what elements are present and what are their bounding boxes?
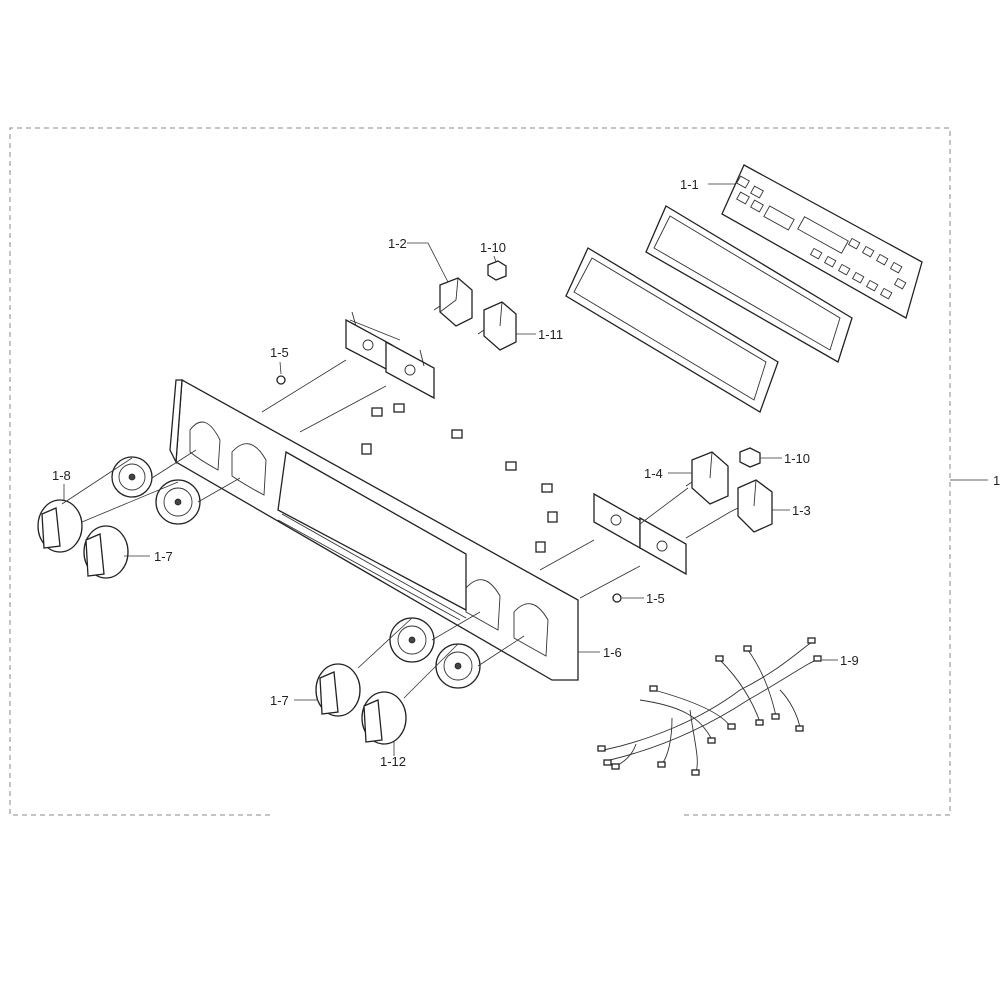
- switch-clip-1-10-right: [739, 447, 761, 468]
- rotary-switch-1-4: [685, 451, 729, 505]
- assembly-label: 1: [993, 473, 1000, 488]
- display-frame-front: [565, 247, 779, 413]
- knob-1-12: [361, 691, 407, 745]
- knob-1-7-left: [83, 525, 129, 579]
- small-clips: [361, 403, 558, 553]
- callout-1-11: 1-11: [538, 327, 563, 342]
- callout-1-3: 1-3: [792, 503, 811, 518]
- callout-1-5-right: 1-5: [646, 591, 665, 606]
- callout-1-12: 1-12: [380, 754, 406, 769]
- switch-bracket-left: [345, 311, 435, 400]
- callout-1-2: 1-2: [388, 236, 407, 251]
- callout-1-10-right: 1-10: [784, 451, 810, 466]
- switch-clip-1-10-upper: [487, 260, 507, 281]
- callout-1-9: 1-9: [840, 653, 859, 668]
- callout-1-7-right: 1-7: [270, 693, 289, 708]
- knob-bezel-right-upper: [389, 617, 435, 663]
- control-panel-overlay: [721, 164, 923, 319]
- assembly-boundary: [9, 127, 988, 816]
- callout-1-5-left: 1-5: [270, 345, 289, 360]
- callout-1-10-upper: 1-10: [480, 240, 506, 255]
- screw-1-5-left: [276, 375, 286, 385]
- rotary-switch-1-11: [477, 301, 517, 351]
- callout-1-1: 1-1: [680, 177, 699, 192]
- knob-1-8: [37, 499, 83, 553]
- display-frame-back: [645, 205, 853, 363]
- callout-1-6: 1-6: [603, 645, 622, 660]
- knob-bezel-left-lower: [155, 479, 201, 525]
- wire-harness-1-9: [597, 637, 822, 776]
- callout-1-4: 1-4: [644, 466, 663, 481]
- screw-1-5-right: [612, 593, 622, 603]
- knob-1-7-right: [315, 663, 361, 717]
- rotary-switch-1-2: [433, 277, 473, 327]
- assembly-lines: [261, 319, 731, 599]
- rotary-switch-1-3: [729, 479, 773, 533]
- knob-lines-left: [61, 449, 241, 523]
- knob-lines-right: [357, 611, 525, 699]
- callout-1-8: 1-8: [52, 468, 71, 483]
- callout-1-7-left: 1-7: [154, 549, 173, 564]
- switch-bracket-right: [593, 492, 687, 576]
- knob-bezel-left-upper: [111, 456, 153, 498]
- knob-bezel-right-lower: [435, 643, 481, 689]
- control-panel-backguard: [169, 378, 579, 681]
